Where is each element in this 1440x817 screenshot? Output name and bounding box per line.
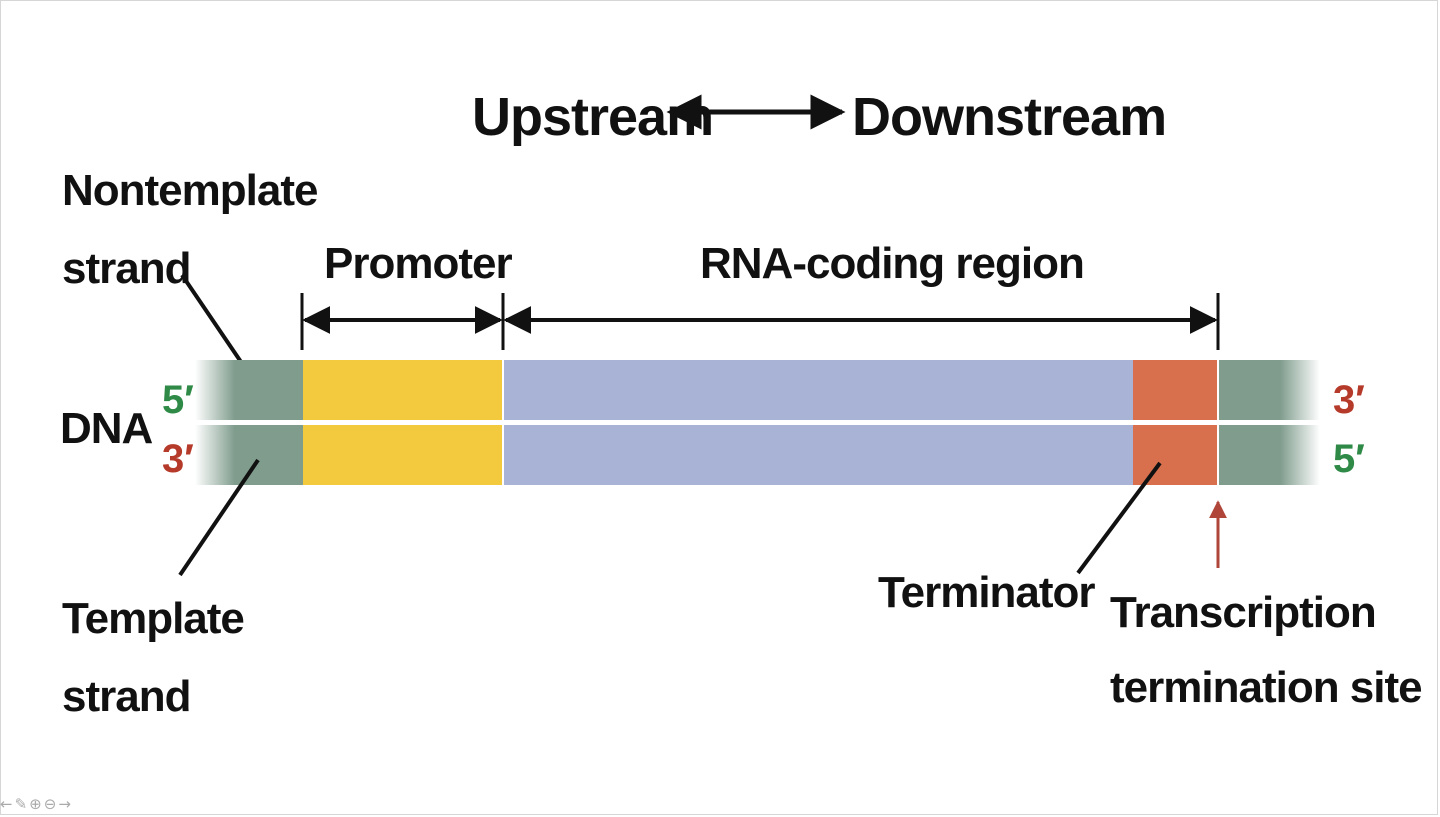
termination-site-label-line1: Transcription xyxy=(1110,588,1376,637)
terminator-pointer xyxy=(1076,461,1162,575)
top-left-5prime-label: 5′ xyxy=(162,378,194,422)
bottom-right-5prime-label: 5′ xyxy=(1333,437,1365,481)
nontemplate-strand-label-line1: Nontemplate xyxy=(62,166,317,215)
nontemplate-strand-label-line2: strand xyxy=(62,244,190,293)
bottom-coding-block xyxy=(503,425,1133,485)
slide-nav-controls: ← ✎ ⊕ ⊖ → xyxy=(0,793,71,815)
bottom-promoter-block xyxy=(303,425,503,485)
top-terminator-block xyxy=(1133,360,1218,420)
top-left-fade xyxy=(195,360,235,420)
zoom-in-icon[interactable]: ⊕ xyxy=(29,795,42,813)
bottom-left-fade xyxy=(195,425,235,485)
bottom-downstream-flank xyxy=(1218,425,1280,485)
bottom-right-fade xyxy=(1280,425,1320,485)
template-strand-label-line2: strand xyxy=(62,672,190,721)
template-strand-pointer xyxy=(178,458,260,577)
back-arrow-icon[interactable]: ← xyxy=(0,795,13,813)
top-right-3prime-label: 3′ xyxy=(1333,378,1365,422)
rna-coding-region-label: RNA-coding region xyxy=(700,239,1084,288)
dna-label: DNA xyxy=(60,404,153,453)
upstream-label: Upstream xyxy=(472,87,713,147)
bottom-terminator-block xyxy=(1133,425,1218,485)
top-right-fade xyxy=(1280,360,1320,420)
template-strand-label-line1: Template xyxy=(62,594,244,643)
downstream-label: Downstream xyxy=(852,87,1166,147)
top-promoter-block xyxy=(303,360,503,420)
forward-arrow-icon[interactable]: → xyxy=(58,795,71,813)
bottom-upstream-flank xyxy=(234,425,303,485)
bottom-left-3prime-label: 3′ xyxy=(162,437,194,481)
top-downstream-flank xyxy=(1218,360,1280,420)
promoter-label: Promoter xyxy=(324,239,512,288)
top-coding-block xyxy=(503,360,1133,420)
zoom-out-icon[interactable]: ⊖ xyxy=(43,795,57,813)
top-upstream-flank xyxy=(234,360,303,420)
pen-icon[interactable]: ✎ xyxy=(14,795,28,813)
termination-site-label-line2: termination site xyxy=(1110,663,1422,712)
terminator-label: Terminator xyxy=(878,568,1095,617)
